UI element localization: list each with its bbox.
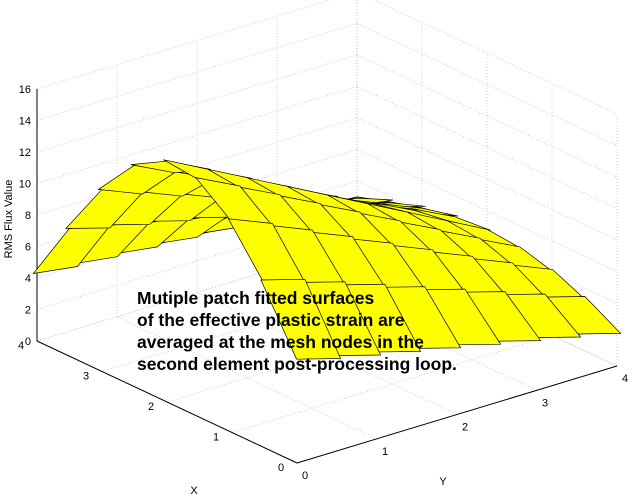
x-tick-label: 4 — [18, 340, 24, 352]
z-tick-label: 14 — [19, 116, 31, 128]
z-axis-label: RMS Flux Value — [3, 180, 15, 259]
y-tick-label: 4 — [622, 373, 628, 385]
x-axis-label: X — [190, 485, 198, 497]
y-tick-label: 2 — [462, 422, 468, 434]
y-tick-label: 3 — [542, 397, 548, 409]
z-tick-label: 2 — [25, 305, 31, 317]
x-axis-line — [36, 340, 298, 464]
annotation-line-2: of the effective plastic strain are — [137, 310, 405, 330]
z-tick-label: 0 — [25, 336, 31, 348]
x-tick-label: 0 — [278, 462, 284, 474]
annotation-text: Mutiple patch fitted surfaces of the eff… — [137, 288, 457, 374]
x-tick-label: 1 — [213, 432, 219, 444]
annotation-line-4: second element post-processing loop. — [137, 354, 457, 374]
fitted-patch — [260, 278, 342, 360]
y-axis-label: Y — [439, 476, 447, 488]
z-tick-label: 12 — [19, 147, 31, 159]
axes — [36, 89, 618, 464]
y-axis-line — [296, 365, 618, 464]
x-tick-label: 3 — [83, 371, 89, 383]
x-tick-label: 2 — [148, 401, 154, 413]
z-tick-label: 10 — [19, 179, 31, 191]
z-tick-label: 8 — [25, 210, 31, 222]
z-tick-label: 4 — [25, 273, 31, 285]
surface — [32, 159, 622, 360]
annotation-line-1: Mutiple patch fitted surfaces — [137, 288, 375, 308]
grid-line — [373, 0, 618, 115]
z-tick-label: 16 — [19, 84, 31, 96]
y-tick-label: 1 — [382, 446, 388, 458]
y-tick-label: 0 — [302, 470, 308, 482]
annotation-line-3: averaged at the mesh nodes in the — [137, 332, 424, 352]
z-tick-label: 6 — [25, 242, 31, 254]
